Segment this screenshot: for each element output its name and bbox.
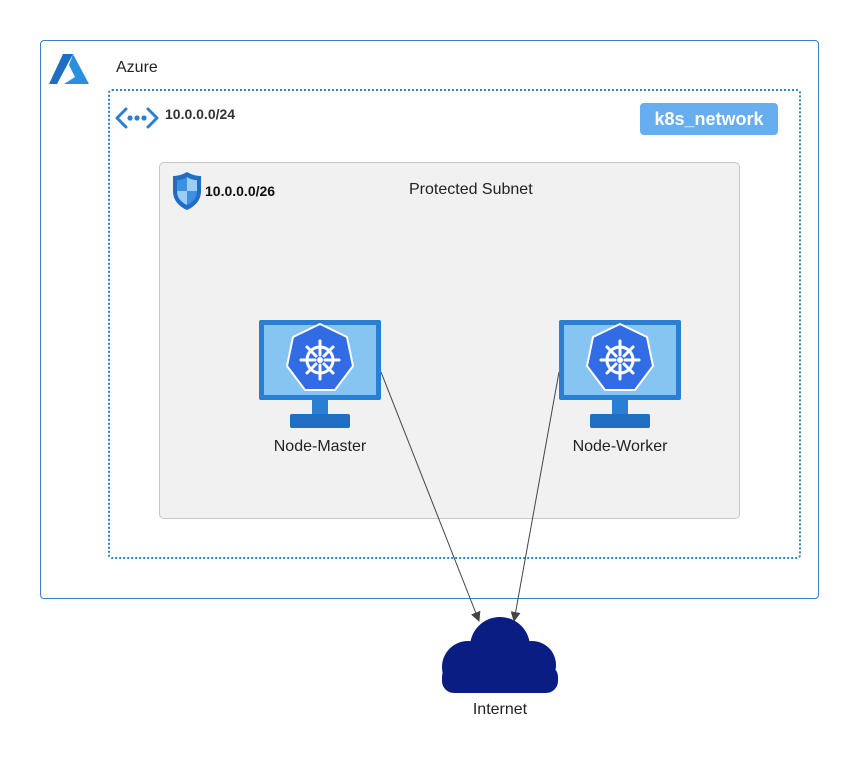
node-master-label: Node-Master [273, 438, 367, 455]
edge-worker-to-internet [510, 371, 560, 622]
subnet-title: Protected Subnet [409, 181, 533, 198]
cloud-icon [442, 617, 558, 693]
virtual-network-icon [115, 107, 159, 129]
kubernetes-vm-icon [559, 320, 681, 428]
azure-logo-icon [49, 54, 89, 84]
azure-label: Azure [116, 59, 158, 76]
vnet-cidr-label: 10.0.0.0/24 [165, 106, 236, 122]
shield-icon [173, 172, 201, 210]
edge-master-to-internet [380, 371, 481, 622]
internet-label: Internet [472, 701, 528, 718]
node-worker-label: Node-Worker [572, 438, 668, 455]
azure-container [40, 40, 819, 599]
subnet-cidr-label: 10.0.0.0/26 [205, 183, 276, 199]
kubernetes-vm-icon [259, 320, 381, 428]
network-name-badge: k8s_network [640, 103, 778, 135]
